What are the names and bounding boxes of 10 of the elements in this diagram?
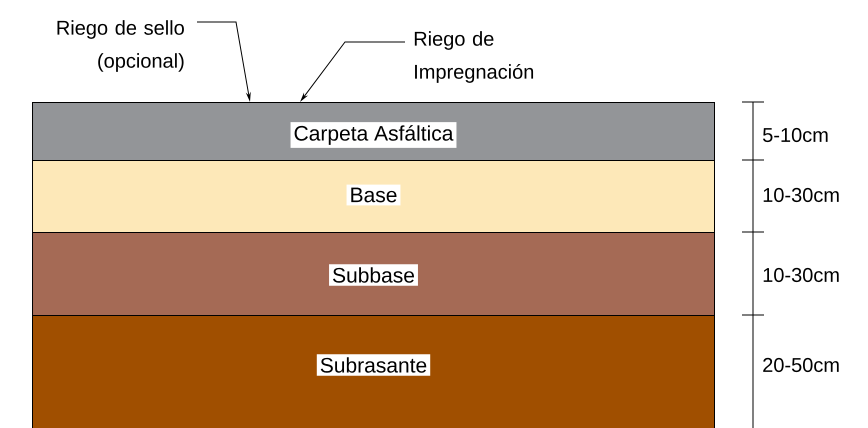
layer-band: Base (32, 160, 715, 233)
layer-band: Subbase (32, 232, 715, 316)
dimension-label: 10-30cm (764, 188, 839, 202)
dimension-label: 5-10cm (763, 128, 828, 142)
layer-band: Subrasante (32, 315, 715, 428)
dimension-label: 10-30cm (764, 268, 839, 282)
layer-label: Riego de Impregnación (414, 31, 534, 83)
layer-band: Carpeta Asfáltica (32, 102, 715, 161)
dimension-label: 20-50cm (763, 358, 839, 372)
layer-label: Riego de sello (opcional) (58, 20, 184, 72)
